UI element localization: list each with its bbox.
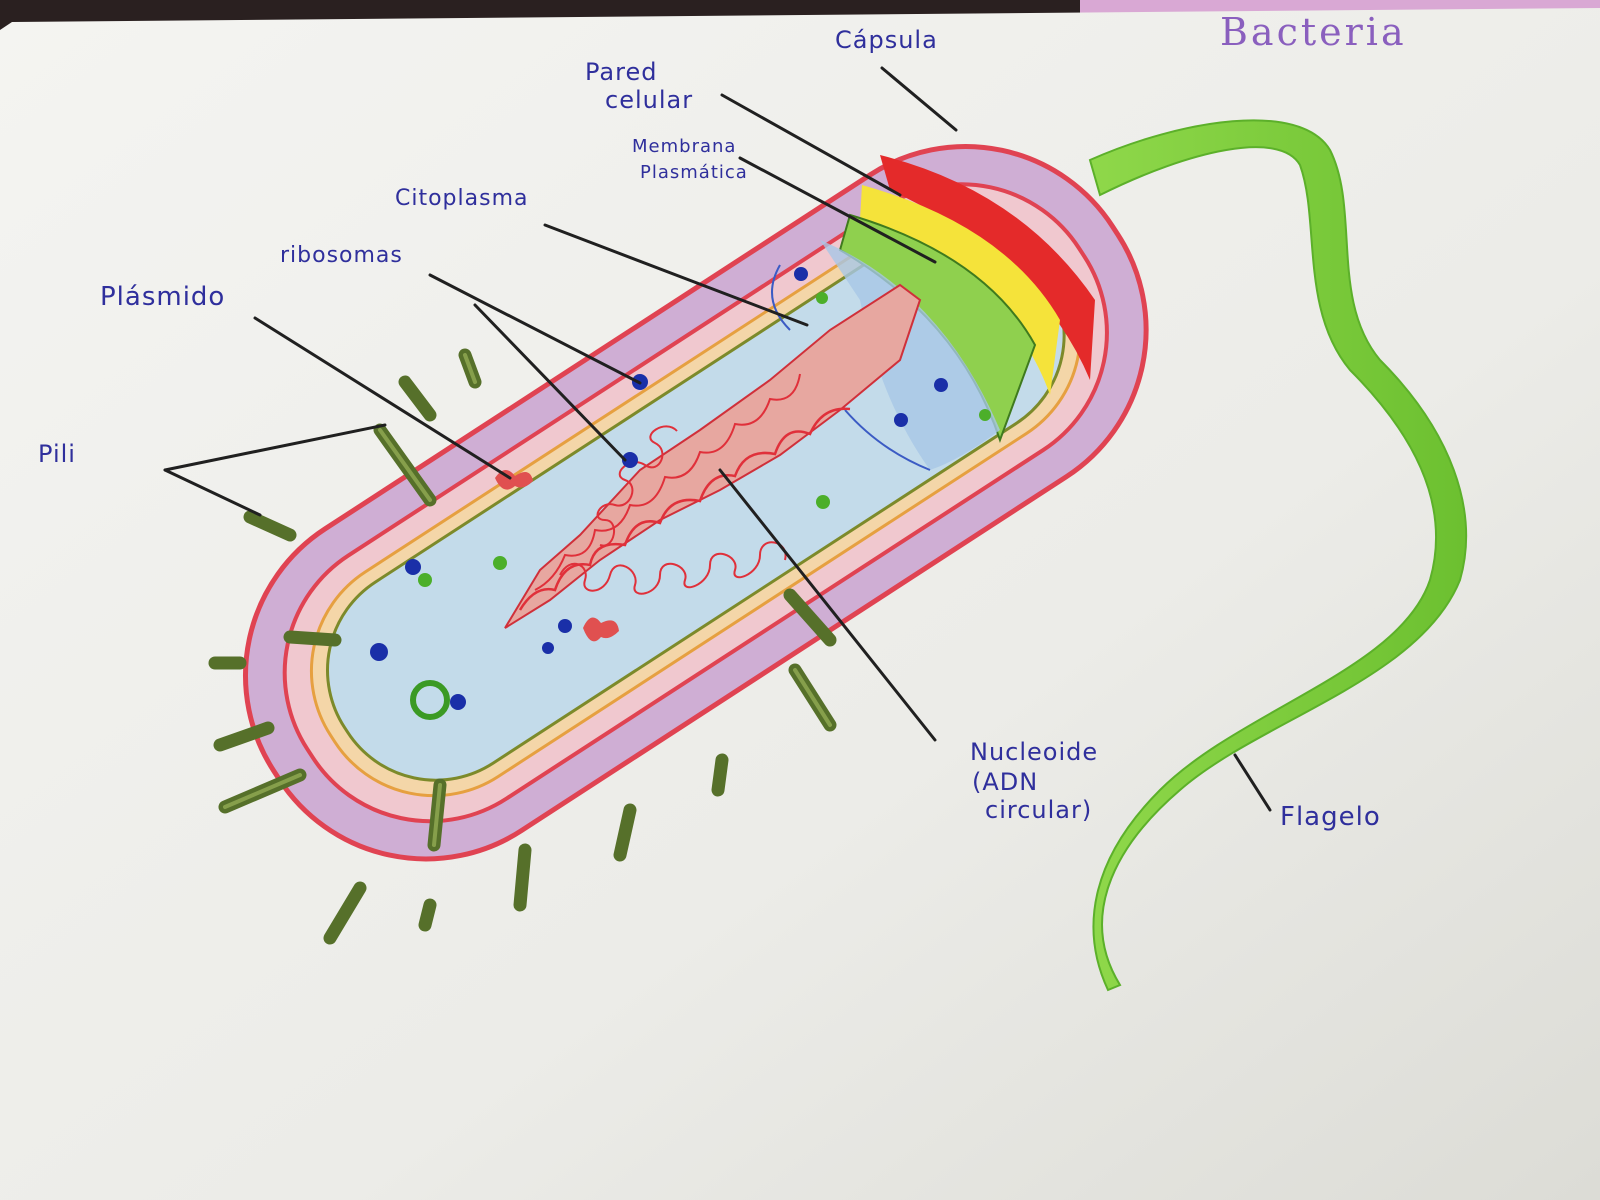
label-membrana-line1: Membrana bbox=[632, 136, 736, 157]
cutaway-layers bbox=[771, 155, 1095, 471]
plasmid bbox=[495, 469, 619, 642]
label-plasmido: Plásmido bbox=[100, 282, 225, 312]
label-membrana-line2: Plasmática bbox=[640, 162, 748, 183]
label-pili: Pili bbox=[38, 440, 76, 468]
label-capsula: Cápsula bbox=[835, 26, 938, 54]
label-citoplasma: Citoplasma bbox=[395, 186, 529, 211]
label-ribosomas: ribosomas bbox=[280, 243, 403, 268]
ribosomes bbox=[370, 267, 948, 710]
bacterium bbox=[208, 119, 1467, 992]
label-nucleoide-line3: circular) bbox=[985, 796, 1092, 824]
nucleoid-dna bbox=[504, 283, 922, 629]
label-pared-line2: celular bbox=[605, 86, 693, 114]
leader-lines bbox=[163, 66, 1272, 812]
label-nucleoide-line1: Nucleoide bbox=[970, 738, 1098, 766]
diagram-title: Bacteria bbox=[1220, 10, 1407, 54]
flagellum bbox=[1088, 119, 1467, 992]
green-granules bbox=[410, 292, 991, 720]
label-pared-line1: Pared bbox=[585, 58, 657, 86]
label-nucleoide-line2: (ADN bbox=[972, 768, 1038, 796]
label-flagelo: Flagelo bbox=[1280, 802, 1381, 832]
